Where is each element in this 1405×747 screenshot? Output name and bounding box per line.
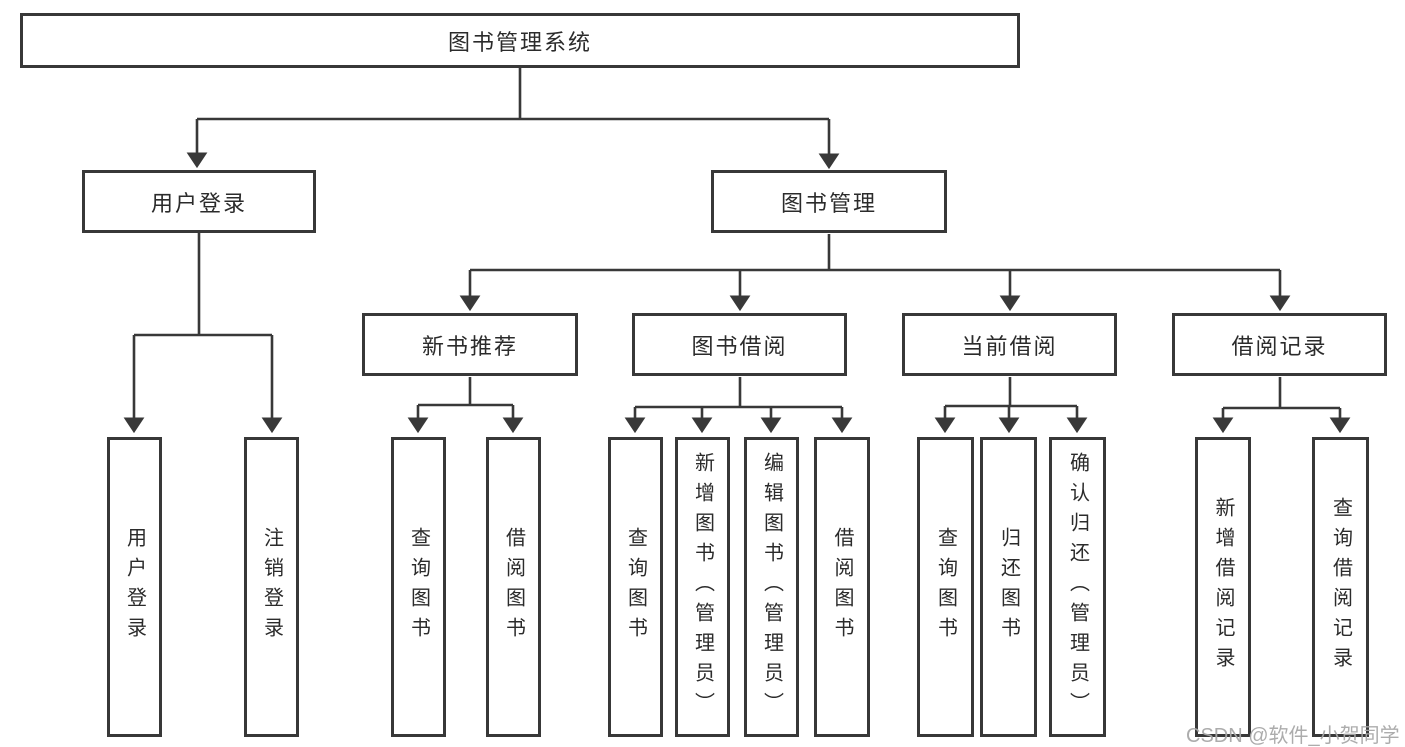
node-leaf-confirm-return-admin-label: 确认归还（管理员） [1066,452,1089,722]
node-leaf-edit-book-admin: 编辑图书（管理员） [744,437,799,737]
node-leaf-query-books-3: 查询图书 [917,437,974,737]
node-leaf-add-borrow-record-label: 新增借阅记录 [1212,497,1234,677]
node-leaf-query-books-1-label: 查询图书 [407,527,430,647]
node-new-book-recommend: 新书推荐 [362,313,578,376]
node-current-borrowing: 当前借阅 [902,313,1117,376]
edge-root-trunk [197,68,829,121]
edge-borrow-records-trunk [1223,377,1340,410]
node-leaf-borrow-books-2: 借阅图书 [814,437,870,737]
node-leaf-user-login-label: 用户登录 [123,527,146,647]
node-leaf-query-borrow-record: 查询借阅记录 [1312,437,1369,737]
node-user-login: 用户登录 [82,170,316,233]
node-new-book-recommend-label: 新书推荐 [421,333,518,359]
node-book-borrowing-label: 图书借阅 [691,333,788,359]
node-leaf-query-borrow-record-label: 查询借阅记录 [1329,497,1352,677]
node-leaf-add-borrow-record: 新增借阅记录 [1195,437,1251,737]
node-leaf-borrow-books-2-label: 借阅图书 [831,527,853,647]
node-current-borrowing-label: 当前借阅 [961,333,1058,359]
node-borrowing-records-label: 借阅记录 [1231,333,1328,359]
node-leaf-query-books-2-label: 查询图书 [624,527,647,647]
node-book-management: 图书管理 [711,170,947,233]
node-borrowing-records: 借阅记录 [1172,313,1387,376]
edge-new-books-trunk [418,377,513,407]
node-leaf-user-login: 用户登录 [107,437,162,737]
node-leaf-add-book-admin-label: 新增图书（管理员） [691,452,714,722]
node-leaf-query-books-1: 查询图书 [391,437,446,737]
node-leaf-logout-label: 注销登录 [260,527,283,647]
node-leaf-confirm-return-admin: 确认归还（管理员） [1049,437,1106,737]
node-leaf-edit-book-admin-label: 编辑图书（管理员） [760,452,783,722]
node-leaf-return-book: 归还图书 [980,437,1037,737]
node-leaf-logout: 注销登录 [244,437,299,737]
node-leaf-query-books-3-label: 查询图书 [934,527,957,647]
node-leaf-return-book-label: 归还图书 [997,527,1020,647]
node-leaf-query-books-2: 查询图书 [608,437,663,737]
node-leaf-borrow-books-1: 借阅图书 [486,437,541,737]
node-book-borrowing: 图书借阅 [632,313,847,376]
node-leaf-borrow-books-1-label: 借阅图书 [502,527,525,647]
node-user-login-label: 用户登录 [150,190,247,216]
node-root-label: 图书管理系统 [447,29,592,55]
node-book-management-label: 图书管理 [780,190,877,216]
edge-book-borrow-trunk [635,377,842,409]
edge-book-mgmt-trunk [470,234,1280,272]
edge-user-login-trunk [134,233,272,337]
edge-current-borrow-trunk [945,377,1077,408]
node-leaf-add-book-admin: 新增图书（管理员） [675,437,730,737]
csdn-watermark: CSDN @软件_小贺同学 [1186,725,1400,747]
node-root: 图书管理系统 [20,13,1020,68]
